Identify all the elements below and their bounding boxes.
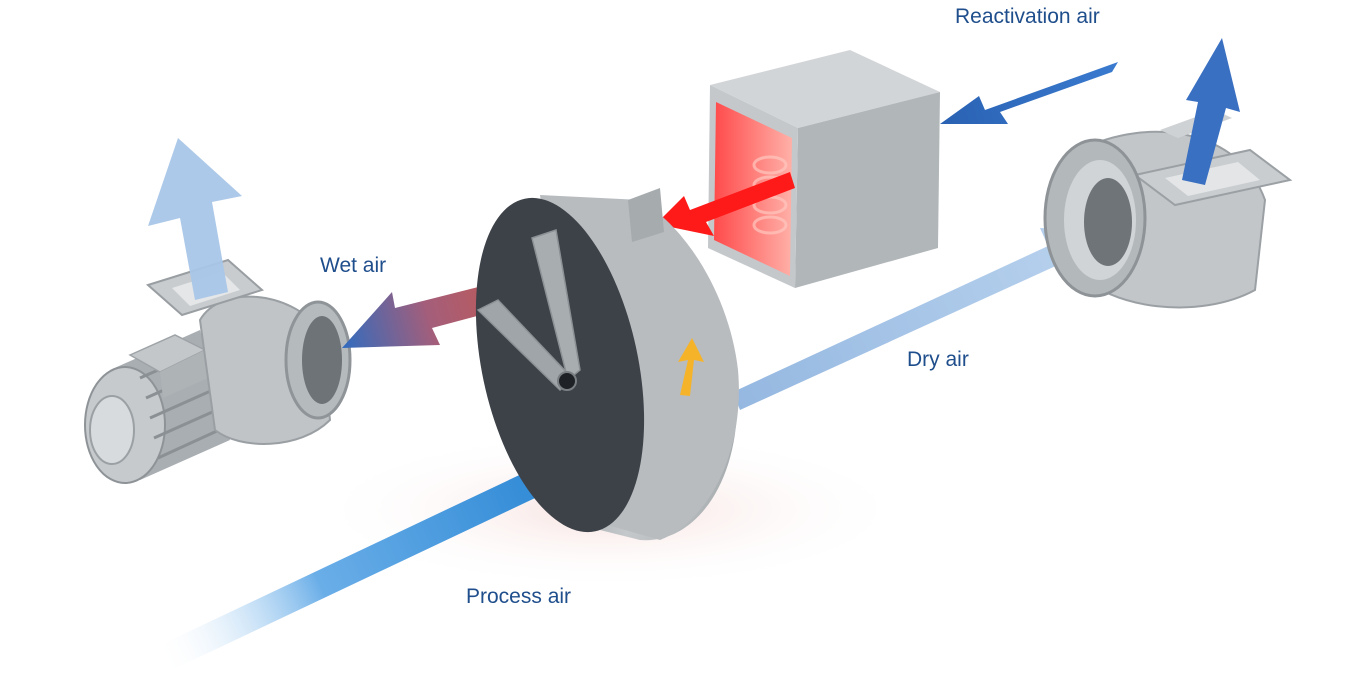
reactivation-air-label: Reactivation air (955, 5, 1100, 28)
exhaust-arrow-left (148, 138, 242, 300)
wet-air-label: Wet air (320, 254, 387, 277)
process-air-label: Process air (466, 585, 572, 608)
dry-air-arrow (733, 228, 1112, 410)
dry-air-label: Dry air (907, 348, 969, 371)
desiccant-rotor (475, 188, 739, 541)
heater-box (708, 50, 940, 288)
rotation-arrow-icon (678, 338, 704, 396)
right-fan (1043, 110, 1293, 309)
exhaust-arrow-right (1182, 38, 1240, 185)
heated-air-arrow (656, 172, 795, 236)
reactivation-air-arrow (940, 62, 1118, 124)
process-air-arrow (150, 450, 612, 670)
